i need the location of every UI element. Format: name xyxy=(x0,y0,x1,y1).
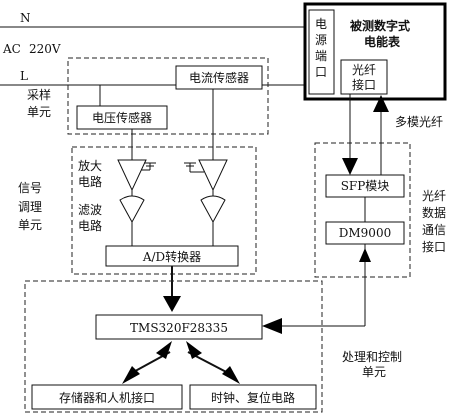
meter-title-line2: 电能表 xyxy=(364,34,401,49)
optical-group-label-1: 光纤 xyxy=(422,189,446,203)
cpu-box xyxy=(95,314,263,340)
sampling-group-label-1: 采样 xyxy=(27,87,51,102)
power-port-char-1: 电 xyxy=(315,17,327,31)
meter-title-line1: 被测数字式 xyxy=(350,18,410,33)
cpu-label: TMS320F28335 xyxy=(130,321,228,335)
optical-group-label-2: 数据 xyxy=(422,205,446,220)
optical-group-label-4: 接口 xyxy=(422,239,446,254)
adc-to-cpu-arrowhead xyxy=(163,296,181,312)
filter-label-2: 电路 xyxy=(78,218,102,233)
cpu-clock-arrow-top xyxy=(186,341,202,359)
voltage-label: 220V xyxy=(29,42,61,56)
power-port-char-4: 口 xyxy=(315,65,327,79)
cpu-storage-arrow-bottom xyxy=(122,366,140,384)
filter-label-1: 滤波 xyxy=(78,203,102,217)
right-amplifier-symbol xyxy=(198,159,228,192)
sfp-module-label: SFP模块 xyxy=(341,179,390,193)
voltage-sensor-label: 电压传感器 xyxy=(92,110,152,125)
power-port-box xyxy=(308,9,335,95)
cpu-storage-arrow-top xyxy=(156,341,172,359)
n-line-label: N xyxy=(20,11,31,25)
left-amplifier-symbol xyxy=(117,159,147,192)
current-sensor-box xyxy=(175,65,263,90)
voltage-sensor-box xyxy=(76,105,168,130)
fiber-up-arrowhead xyxy=(373,95,389,112)
l-line-label: L xyxy=(20,69,28,83)
sampling-unit-frame xyxy=(67,57,269,135)
fiber-port-line2: 接口 xyxy=(352,77,376,92)
fiber-label: 多模光纤 xyxy=(395,115,443,129)
current-sensor-label: 电流传感器 xyxy=(189,70,249,85)
ac-label: AC xyxy=(2,42,21,56)
storage-box xyxy=(31,384,183,410)
adc-label: A/D转换器 xyxy=(142,249,201,264)
fiber-down-arrowhead xyxy=(342,158,358,175)
power-port-char-3: 端 xyxy=(315,49,327,63)
processing-unit-frame xyxy=(24,280,323,413)
signal-group-label-2: 调理 xyxy=(18,200,42,214)
dm9000-label: DM9000 xyxy=(339,226,391,240)
left-filter-symbol xyxy=(119,195,145,224)
amplifier-label-1: 放大 xyxy=(78,158,102,173)
amplifier-label-2: 电路 xyxy=(78,174,102,189)
right-filter-symbol xyxy=(200,195,226,224)
power-port-char-2: 源 xyxy=(315,33,327,47)
signal-unit-frame xyxy=(71,146,257,275)
signal-group-label-1: 信号 xyxy=(18,181,42,195)
processing-group-label-1: 处理和控制 xyxy=(342,350,402,364)
signal-group-label-3: 单元 xyxy=(18,218,42,232)
fiber-port-line1: 光纤 xyxy=(352,63,376,77)
fiber-port-box xyxy=(340,59,388,95)
optical-group-label-3: 通信 xyxy=(422,223,446,237)
cpu-clock-arrow-bottom xyxy=(222,366,240,384)
processing-group-label-2: 单元 xyxy=(362,365,386,379)
clock-box xyxy=(189,384,317,410)
sampling-group-label-2: 单元 xyxy=(27,105,51,119)
clock-label: 时钟、复位电路 xyxy=(211,390,295,405)
dm9000-up-arrowhead xyxy=(359,248,371,262)
optical-unit-frame xyxy=(314,142,411,278)
dm9000-to-cpu-arrowhead xyxy=(262,318,282,334)
storage-label: 存储器和人机接口 xyxy=(59,390,155,405)
